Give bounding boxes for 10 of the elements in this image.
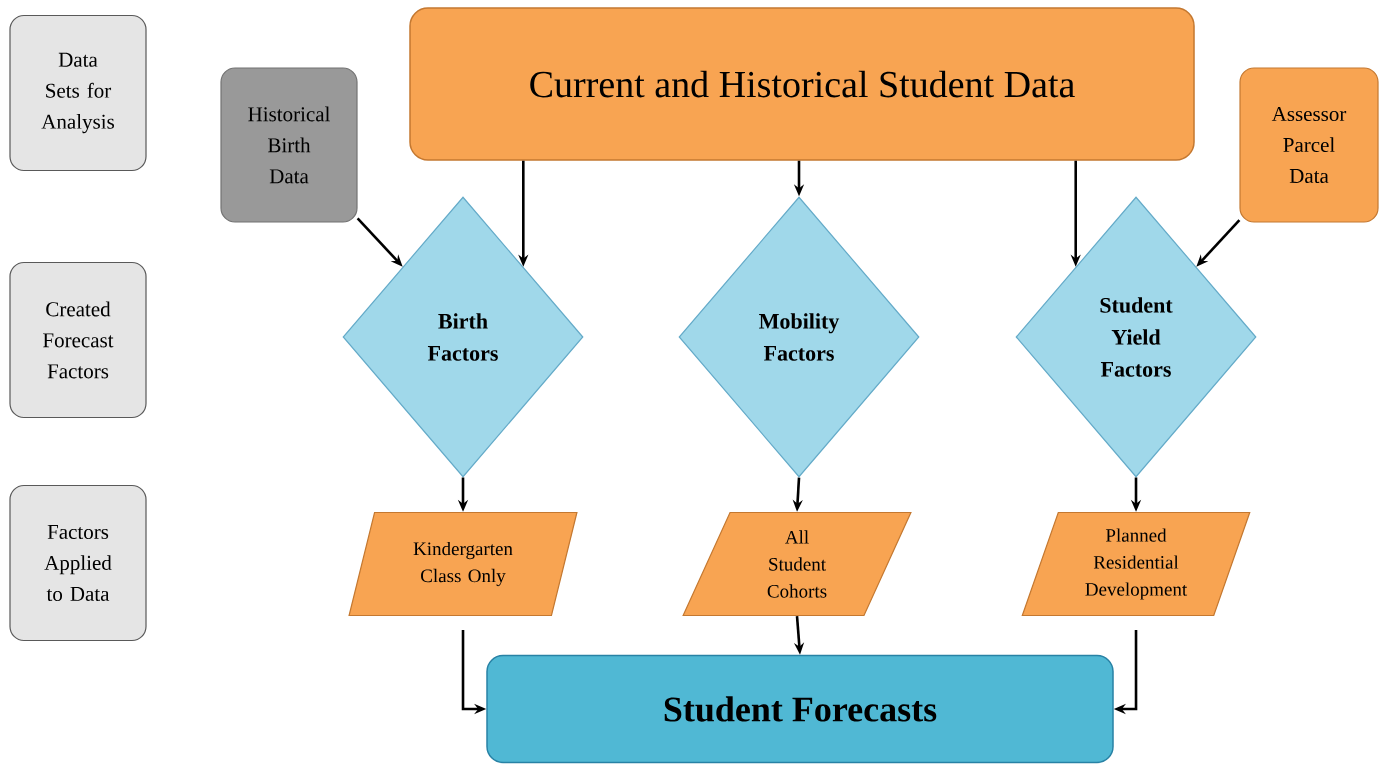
parallelogram-box: All Student Cohorts [682, 511, 912, 617]
side-box: Created Forecast Factors [9, 261, 147, 419]
result-box: Student Forecasts [486, 654, 1114, 764]
side-box: Data Sets for Analysis [9, 14, 147, 172]
data-box: Current and Historical Student Data [409, 7, 1195, 161]
parallelogram-box: Planned Residential Development [1021, 511, 1251, 617]
parallelogram-box: Kindergarten Class Only [348, 511, 578, 617]
side-box: Factors Applied to Data [9, 484, 147, 642]
data-box: Historical Birth Data [220, 67, 358, 223]
data-box: Assessor Parcel Data [1239, 67, 1379, 223]
